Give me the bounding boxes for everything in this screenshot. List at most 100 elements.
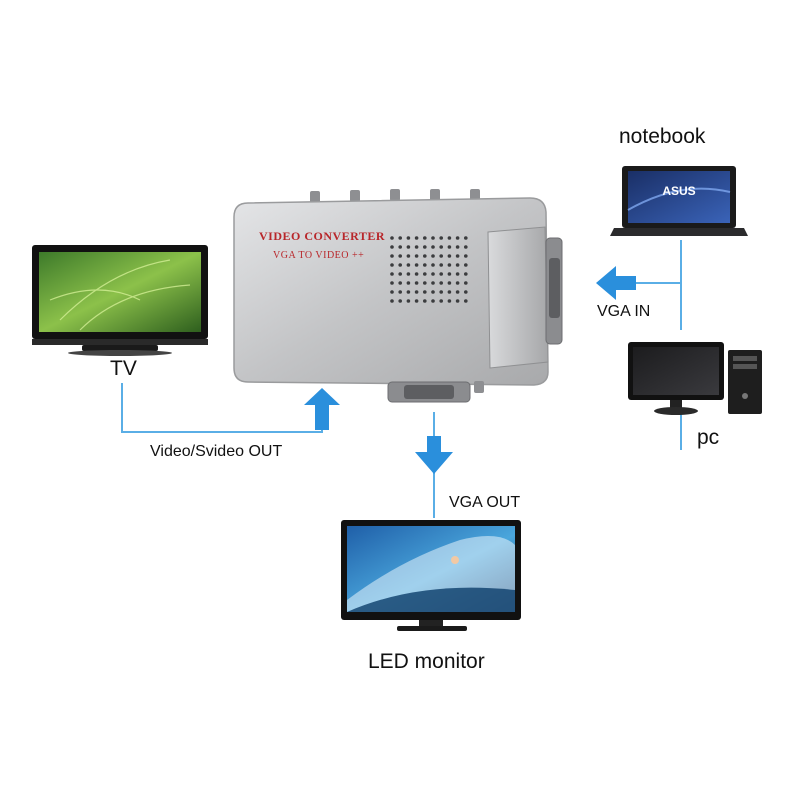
down-arrow [415, 436, 453, 474]
speaker-hole [423, 236, 427, 240]
speaker-hole [398, 254, 403, 258]
led-monitor-device [341, 520, 521, 631]
speaker-hole [414, 290, 419, 294]
speaker-hole [390, 272, 394, 276]
speaker-hole [447, 272, 452, 276]
up-arrow [304, 388, 340, 430]
speaker-hole [414, 245, 419, 249]
speaker-hole [464, 281, 468, 285]
tv-connector-line [121, 383, 323, 433]
vga-in-label: VGA IN [597, 303, 651, 320]
speaker-hole [464, 236, 468, 240]
speaker-hole [455, 236, 460, 240]
speaker-hole [414, 263, 419, 267]
tv-device [32, 245, 208, 356]
speaker-grid [390, 236, 468, 303]
speaker-hole [406, 290, 411, 294]
speaker-hole [406, 236, 411, 240]
device-title: VIDEO CONVERTER [259, 229, 386, 243]
speaker-hole [447, 299, 452, 303]
speaker-hole [406, 299, 411, 303]
pc-label: pc [697, 426, 720, 449]
speaker-hole [406, 281, 411, 285]
led-monitor-label: LED monitor [368, 650, 485, 673]
speaker-hole [464, 263, 468, 267]
speaker-hole [390, 254, 394, 258]
speaker-hole [414, 236, 419, 240]
speaker-hole [455, 263, 460, 267]
speaker-hole [398, 299, 403, 303]
speaker-hole [423, 299, 427, 303]
speaker-hole [439, 281, 444, 285]
speaker-hole [455, 254, 460, 258]
speaker-hole [390, 299, 394, 303]
speaker-hole [390, 263, 394, 267]
speaker-hole [414, 272, 419, 276]
speaker-hole [431, 236, 435, 240]
speaker-hole [414, 254, 419, 258]
vga-out-label: VGA OUT [449, 494, 521, 511]
speaker-hole [439, 272, 444, 276]
speaker-hole [398, 290, 403, 294]
device-subtitle: VGA TO VIDEO ++ [273, 250, 365, 261]
speaker-hole [464, 299, 468, 303]
speaker-hole [447, 236, 452, 240]
speaker-hole [431, 245, 435, 249]
speaker-hole [423, 254, 427, 258]
speaker-hole [398, 272, 403, 276]
speaker-hole [455, 272, 460, 276]
speaker-hole [439, 290, 444, 294]
speaker-hole [423, 290, 427, 294]
speaker-hole [423, 281, 427, 285]
pc-device [628, 342, 762, 415]
speaker-hole [464, 254, 468, 258]
speaker-hole [431, 272, 435, 276]
speaker-hole [464, 272, 468, 276]
tv-label: TV [110, 357, 137, 380]
speaker-hole [455, 299, 460, 303]
speaker-hole [406, 245, 411, 249]
speaker-hole [439, 245, 444, 249]
speaker-hole [464, 245, 468, 249]
speaker-hole [455, 245, 460, 249]
speaker-hole [431, 299, 435, 303]
speaker-hole [423, 272, 427, 276]
video-converter-device [233, 189, 563, 403]
speaker-hole [423, 245, 427, 249]
left-arrow [596, 266, 636, 300]
speaker-hole [423, 263, 427, 267]
speaker-hole [390, 236, 394, 240]
speaker-hole [439, 236, 444, 240]
speaker-hole [390, 290, 394, 294]
speaker-hole [439, 254, 444, 258]
notebook-device: ASUS [610, 166, 748, 236]
speaker-hole [398, 263, 403, 267]
speaker-hole [447, 245, 452, 249]
speaker-hole [447, 263, 452, 267]
speaker-hole [431, 290, 435, 294]
notebook-brand-text: ASUS [662, 184, 695, 198]
speaker-hole [406, 254, 411, 258]
speaker-hole [447, 254, 452, 258]
speaker-hole [455, 290, 460, 294]
speaker-hole [414, 281, 419, 285]
speaker-hole [398, 281, 403, 285]
speaker-hole [398, 236, 403, 240]
speaker-hole [439, 263, 444, 267]
speaker-hole [431, 254, 435, 258]
speaker-hole [431, 263, 435, 267]
notebook-label: notebook [619, 125, 706, 148]
speaker-hole [406, 272, 411, 276]
speaker-hole [390, 245, 394, 249]
video-out-label: Video/Svideo OUT [150, 443, 283, 460]
speaker-hole [431, 281, 435, 285]
speaker-hole [464, 290, 468, 294]
speaker-hole [390, 281, 394, 285]
speaker-hole [406, 263, 411, 267]
speaker-hole [447, 290, 452, 294]
speaker-hole [447, 281, 452, 285]
speaker-hole [414, 299, 419, 303]
speaker-hole [439, 299, 444, 303]
speaker-hole [398, 245, 403, 249]
